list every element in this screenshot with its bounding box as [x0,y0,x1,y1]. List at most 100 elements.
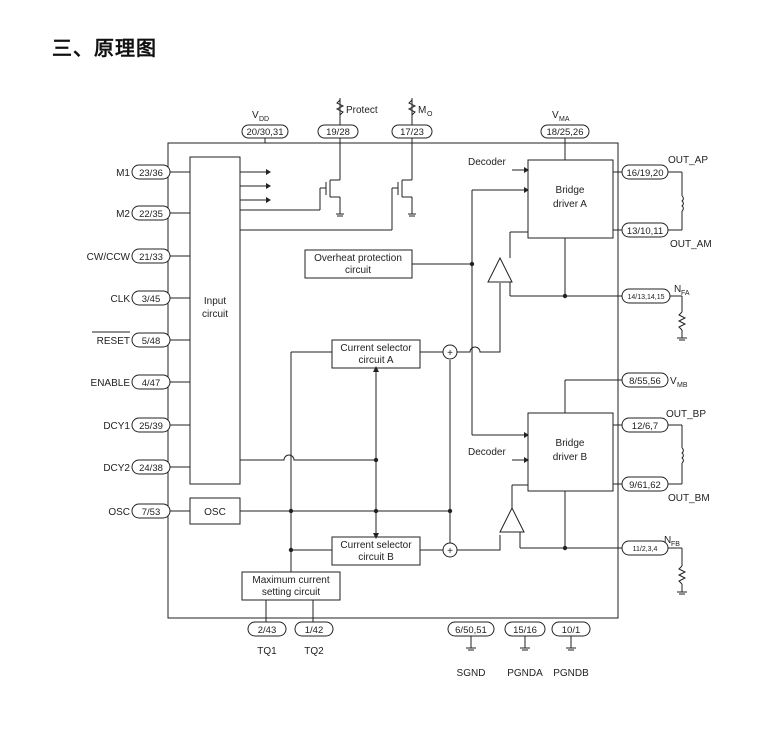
mo-transistor-icon [240,179,416,231]
osc-block [189,497,241,525]
sense-resistor-icon [677,311,687,331]
right-pin-number: 16/19,20 [627,168,664,179]
left-pin-name: DCY1 [103,421,130,432]
bridge-driver-b-block [527,412,614,492]
plus-symbol: + [447,348,453,359]
bridge-driver-a-label: Bridge [556,185,585,196]
right-pin-name: OUT_BM [668,493,710,504]
vma-pin: V MA 18/25,26 [540,110,590,160]
right-pin-out-am: 13/10,11 OUT_AM [621,222,712,250]
right-pin-name: OUT_AM [670,239,712,250]
left-pin-name: M2 [116,209,130,220]
left-pin-number: 4/47 [142,378,161,389]
bottom-pin-number: 15/16 [513,625,537,636]
max-current-setting-block [241,571,341,601]
right-pin-out-bm: 9/61,62 OUT_BM [621,476,710,504]
vma-label-sub: MA [559,116,570,123]
input-output-arrows [240,169,271,203]
right-pin-number: 13/10,11 [627,226,663,237]
left-pin-name: ENABLE [91,378,131,389]
input-circuit-block [189,156,241,485]
section-heading: 三、原理图 [52,36,157,60]
protect-label: Protect [346,105,378,116]
left-pin-name: M1 [116,168,130,179]
left-pin-name: CLK [111,294,131,305]
protect-transistor-icon [240,179,344,217]
bottom-pin-tq2: 1/42 TQ2 [294,600,334,657]
bottom-pin-pgnda: 15/16 PGNDA [504,621,546,679]
right-pin-name-sub: MB [677,382,688,389]
bottom-pin-name: SGND [457,668,486,679]
max-current-label: Maximum current [252,575,329,586]
vma-label: V [552,110,559,121]
right-pin-nfb: 11/2,3,4 N FB [621,535,687,595]
bottom-pin-number: 1/42 [305,625,324,636]
bridge-b-wiring [562,379,622,551]
coil-a-icon [681,172,684,230]
protect-pin-number: 19/28 [326,127,350,138]
current-selector-b-label: Current selector [340,540,412,551]
right-pin-number: 11/2,3,4 [633,546,658,553]
mo-label: M [418,105,426,116]
left-pin-number: 21/33 [139,252,163,263]
bottom-pin-name: PGNDA [507,668,543,679]
bottom-pin-name: TQ1 [257,646,277,657]
vma-pin-number: 18/25,26 [547,127,584,138]
overheat-label: circuit [345,265,371,276]
decoder-b-label: Decoder [468,447,506,458]
right-pin-name: V [670,376,677,387]
left-pin-dcy2: DCY2 24/38 [103,459,190,475]
right-pin-nfa: 14/13,14,15 N FA [621,284,690,341]
internal-wiring [240,187,529,572]
bridge-driver-a-label: driver A [553,199,587,210]
vdd-pin: V DD 20/30,31 [241,110,289,143]
left-pin-number: 7/53 [142,507,161,518]
right-pin-name: N [664,535,671,546]
bottom-pin-number: 6/50,51 [455,625,487,636]
input-circuit-label: Input [204,296,226,307]
comparator-a-icon [487,231,568,297]
left-pin-number: 5/48 [142,336,161,347]
mo-pin-number: 17/23 [400,127,424,138]
right-pin-name: N [674,284,681,295]
current-selector-b-label: circuit B [358,552,394,563]
bridge-a-wiring [562,171,622,299]
left-pin-dcy1: DCY1 25/39 [103,417,190,433]
left-pin-name: OSC [108,507,130,518]
mo-pin: M O 17/23 [391,98,433,180]
left-pin-number: 25/39 [139,421,163,432]
input-circuit-label: circuit [202,309,228,320]
right-pin-vmb: 8/55,56 V MB [621,372,688,389]
bottom-pin-name: PGNDB [553,668,589,679]
left-pin-name: RESET [97,336,130,347]
current-selector-a-label: Current selector [340,343,412,354]
comparator-b-icon [499,484,568,549]
right-pin-name: OUT_BP [666,409,706,420]
overheat-protection-block [304,249,413,279]
left-pin-number: 23/36 [139,168,163,179]
vdd-pin-number: 20/30,31 [247,127,284,138]
current-selector-a-label: circuit A [358,355,393,366]
left-pin-cwccw: CW/CCW 21/33 [87,248,190,264]
bottom-pin-pgndb: 10/1 PGNDB [551,621,591,679]
right-pin-number: 8/55,56 [629,376,661,387]
left-pin-name: DCY2 [103,463,130,474]
summer-b-icon: + [442,542,458,558]
mo-label-sub: O [427,111,433,118]
current-selector-a-block [331,339,421,369]
vdd-label-sub: DD [259,116,269,123]
bottom-pin-sgnd: 6/50,51 SGND [447,621,495,679]
right-pin-number: 9/61,62 [629,480,661,491]
right-pin-name-sub: FB [671,541,680,548]
left-pin-enable: ENABLE 4/47 [91,374,190,390]
left-pin-osc: OSC 7/53 [108,503,190,519]
right-pin-name: OUT_AP [668,155,708,166]
left-pin-reset: RESET 5/48 [92,331,190,348]
plus-symbol: + [447,546,453,557]
right-pin-name-sub: FA [681,290,690,297]
right-pin-out-bp: 12/6,7 OUT_BP [621,409,706,433]
bridge-driver-b-label: Bridge [556,438,585,449]
right-pin-out-ap: 16/19,20 OUT_AP [621,155,708,180]
left-pin-name: CW/CCW [87,252,131,263]
